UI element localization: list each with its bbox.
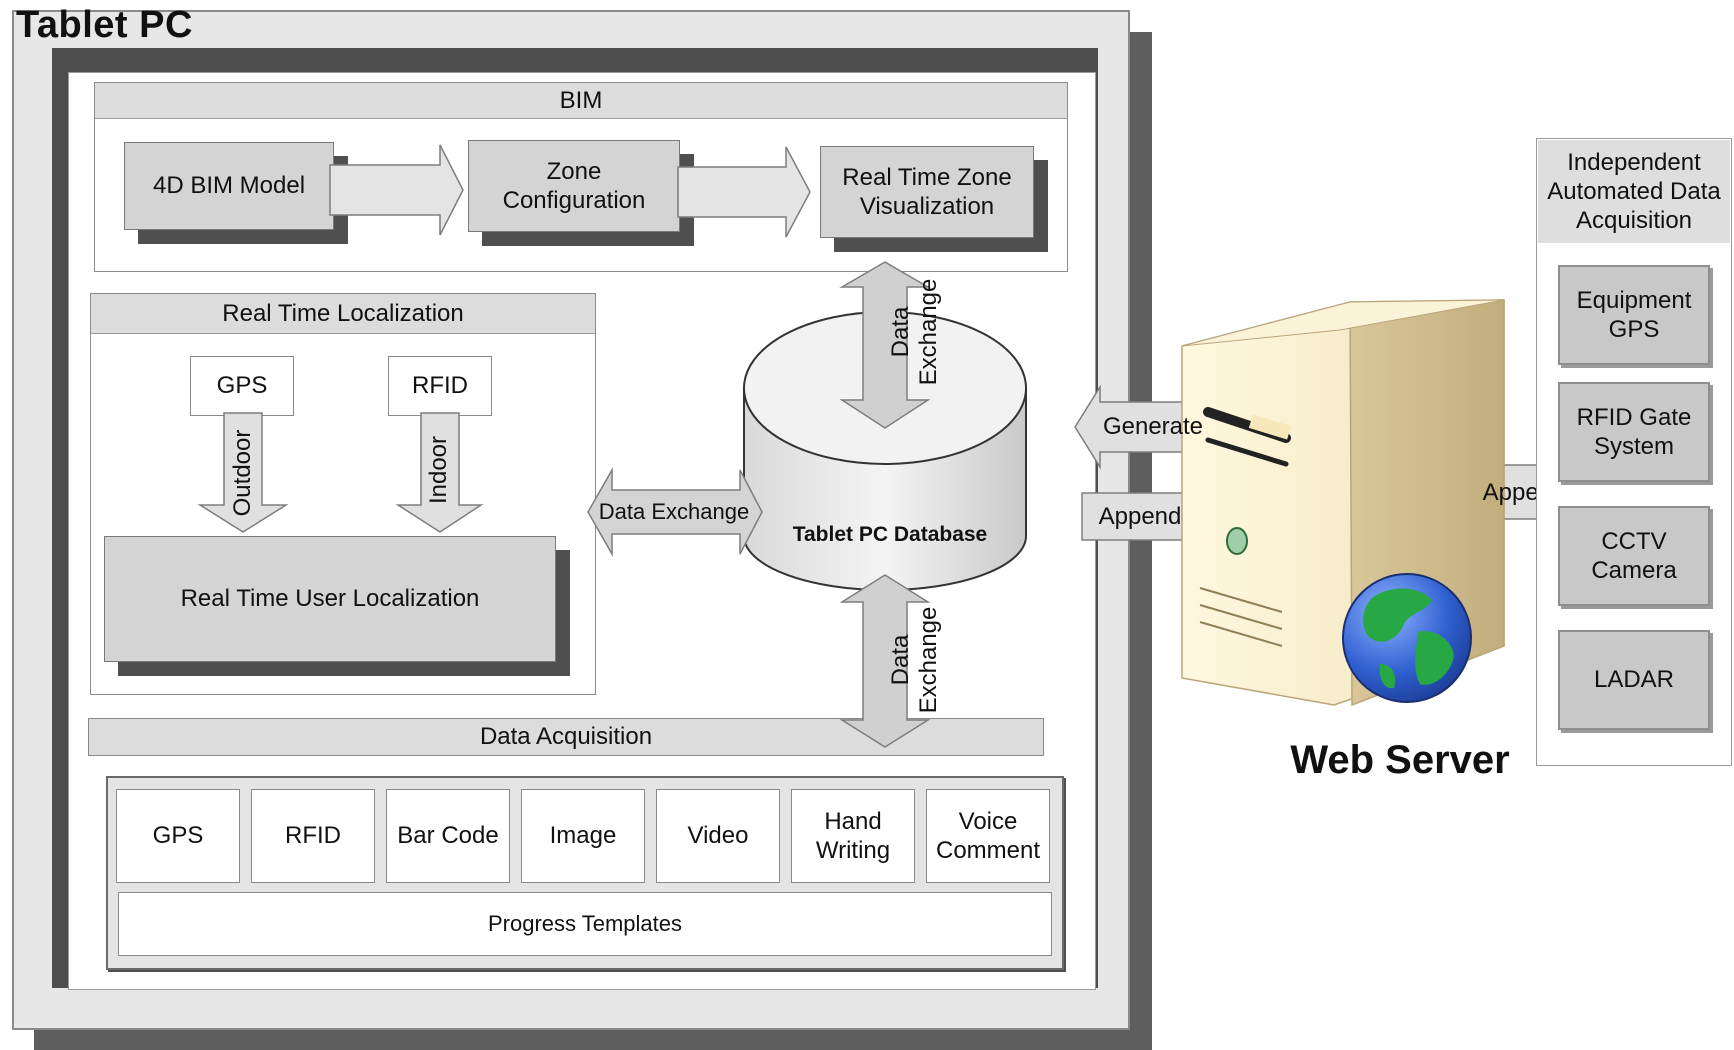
localization-section-title: Real Time Localization — [91, 294, 595, 334]
web-server-label: Web Server — [1290, 738, 1510, 782]
tablet-pc-title: Tablet PC — [16, 4, 193, 46]
independent-item: Equipment GPS — [1558, 265, 1710, 365]
database-label: Tablet PC Database — [792, 523, 988, 546]
acquisition-item: RFID — [251, 789, 375, 883]
acquisition-item: Bar Code — [386, 789, 510, 883]
indoor-label: Indoor — [425, 435, 452, 505]
acquisition-item: Hand Writing — [791, 789, 915, 883]
double-arrow-top — [839, 261, 931, 429]
arrow-zone-to-visualization — [677, 146, 811, 238]
database-exchange-top-label: Data Exchange — [887, 278, 942, 386]
progress-templates-box: Progress Templates — [118, 892, 1052, 956]
acquisition-item: Voice Comment — [926, 789, 1050, 883]
zone-configuration-box: Zone Configuration — [468, 140, 680, 232]
database-exchange-left-label: Data Exchange — [598, 499, 750, 524]
acquisition-item: Image — [521, 789, 645, 883]
acquisition-item: GPS — [116, 789, 240, 883]
append-left-label: Append — [1098, 503, 1182, 530]
acquisition-item: Video — [656, 789, 780, 883]
arrow-rfid-down — [395, 412, 484, 533]
double-arrow-bottom — [839, 574, 931, 748]
independent-item: LADAR — [1558, 630, 1710, 730]
double-arrow-left — [587, 467, 763, 557]
bim-section-title: BIM — [95, 83, 1067, 119]
zone-visualization-box: Real Time Zone Visualization — [820, 146, 1034, 238]
user-localization-box: Real Time User Localization — [104, 536, 556, 662]
arrow-model-to-zone — [329, 144, 464, 236]
independent-item: CCTV Camera — [1558, 506, 1710, 606]
outdoor-label: Outdoor — [229, 429, 256, 517]
localization-gps-box: GPS — [190, 356, 294, 416]
localization-rfid-box: RFID — [388, 356, 492, 416]
generate-label: Generate — [1102, 413, 1204, 440]
globe-icon — [1342, 573, 1472, 703]
independent-acquisition-title: Independent Automated Data Acquisition — [1538, 140, 1730, 243]
arrow-gps-down — [197, 412, 289, 533]
database-exchange-bottom-label: Data Exchange — [887, 606, 942, 714]
independent-item: RFID Gate System — [1558, 382, 1710, 482]
